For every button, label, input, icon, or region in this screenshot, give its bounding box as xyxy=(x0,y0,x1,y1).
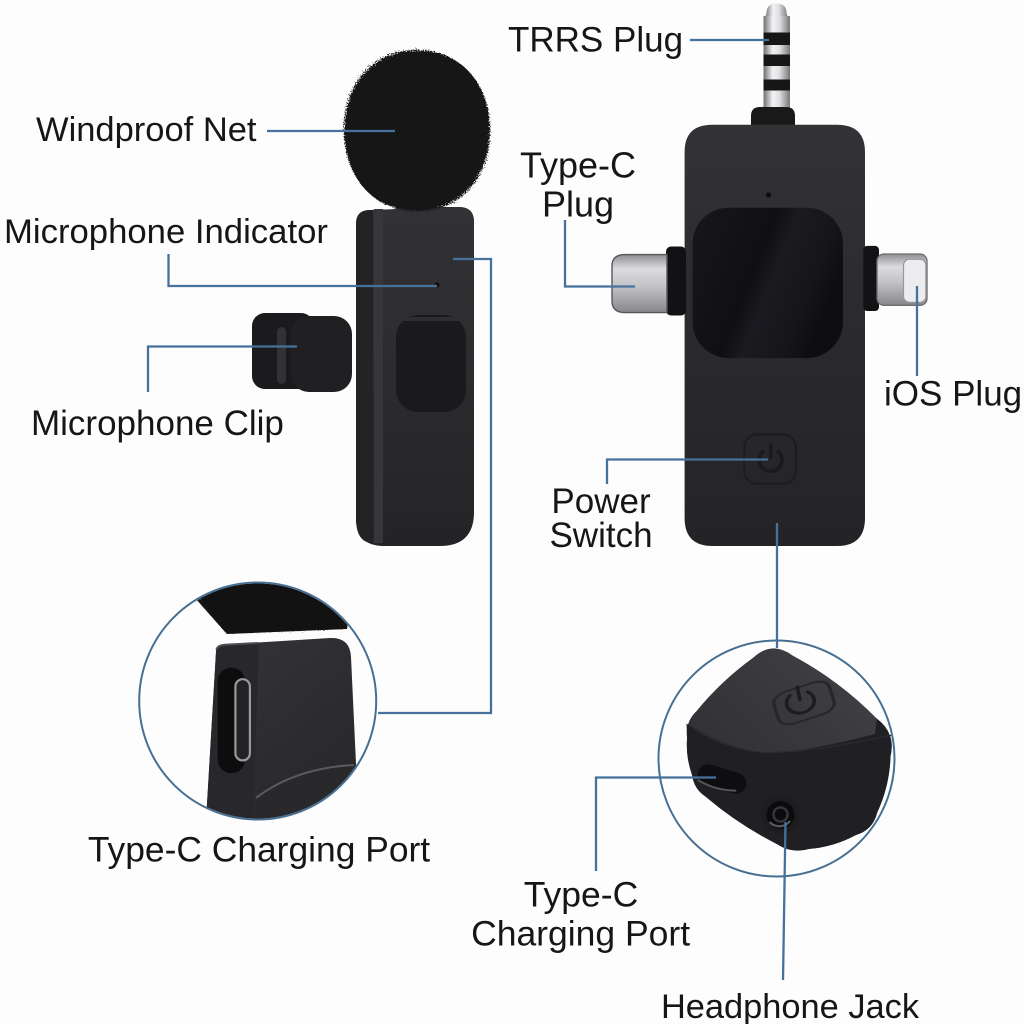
svg-text:iOS Plug: iOS Plug xyxy=(884,375,1022,414)
svg-text:Power: Power xyxy=(551,482,651,521)
svg-text:Type-C: Type-C xyxy=(520,145,636,186)
svg-text:Windproof Net: Windproof Net xyxy=(36,111,257,149)
svg-text:Switch: Switch xyxy=(549,516,652,555)
svg-text:TRRS Plug: TRRS Plug xyxy=(508,21,683,60)
svg-text:Microphone Indicator: Microphone Indicator xyxy=(4,213,328,251)
svg-text:Charging Port: Charging Port xyxy=(471,914,690,954)
svg-text:Headphone Jack: Headphone Jack xyxy=(661,988,920,1024)
svg-text:Plug: Plug xyxy=(542,184,614,225)
svg-text:Microphone Clip: Microphone Clip xyxy=(31,404,284,443)
svg-text:Type-C: Type-C xyxy=(524,875,638,915)
svg-text:Type-C Charging Port: Type-C Charging Port xyxy=(88,830,430,870)
